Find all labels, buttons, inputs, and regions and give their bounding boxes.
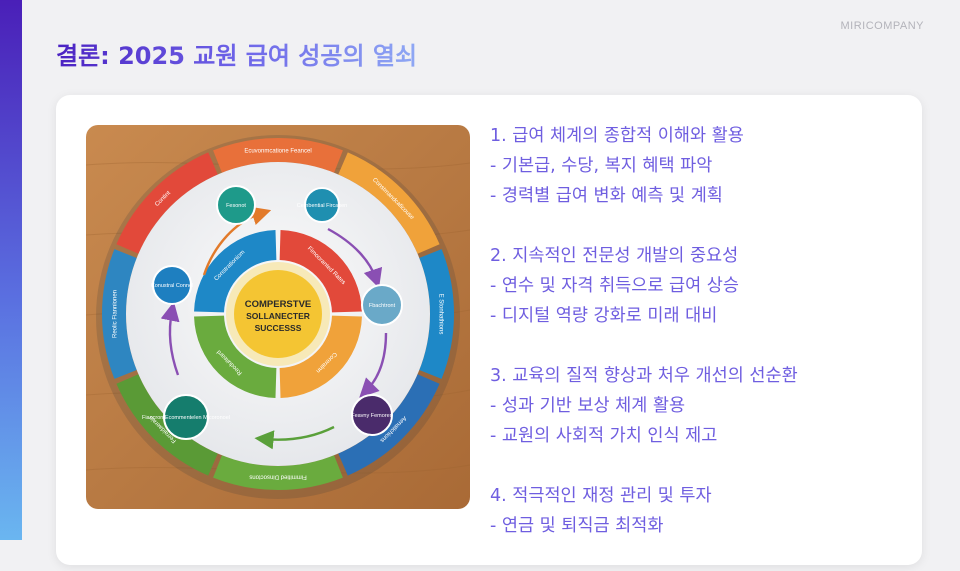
ring-label: Fimmitied Dinsoctons [249,474,306,480]
list-item: - 기본급, 수당, 복지 혜택 파악 [490,151,910,181]
section-2: 2. 지속적인 전문성 개발의 중요성 - 연수 및 자격 취득으로 급여 상승… [490,241,910,331]
node-label: Feavny Femoren [351,413,393,419]
section-heading: 3. 교육의 질적 향상과 처우 개선의 선순환 [490,361,910,391]
node-label: Cembential Fircasen [297,203,347,209]
list-item: - 경력별 급여 변화 예측 및 계획 [490,181,910,211]
node-label: Conustral Connel [151,283,194,289]
brand-label: MIRICOMPANY [840,20,924,32]
ring-label: Ecuvonmcatione Feancel [244,149,311,155]
accent-bar [0,0,22,540]
center-text-1: COMPERSTVE [245,299,312,310]
section-3: 3. 교육의 질적 향상과 처우 개선의 선순환 - 성과 기반 보상 체계 활… [490,361,910,451]
list-item: - 교원의 사회적 가치 인식 제고 [490,421,910,451]
section-1: 1. 급여 체계의 종합적 이해와 활용 - 기본급, 수당, 복지 혜택 파악… [490,121,910,211]
node-label: Fesonot [226,203,246,209]
list-item: - 연금 및 퇴직금 최적화 [490,511,910,541]
slide-title: 결론: 2025 교원 급여 성공의 열쇠 [56,40,417,72]
conclusion-list: 1. 급여 체계의 종합적 이해와 활용 - 기본급, 수당, 복지 혜택 파악… [490,121,910,571]
node-label: Fiancron Ecommentelen Micoronoel [142,415,230,421]
list-item: - 연수 및 자격 취득으로 급여 상승 [490,271,910,301]
center-text-2: SOLLANECTER [246,311,310,321]
list-item: - 디지털 역량 강화로 미래 대비 [490,301,910,331]
section-heading: 4. 적극적인 재정 관리 및 투자 [490,481,910,511]
center-text-3: SUCCESSS [255,323,302,333]
section-4: 4. 적극적인 재정 관리 및 투자 - 연금 및 퇴직금 최적화 [490,481,910,541]
section-heading: 2. 지속적인 전문성 개발의 중요성 [490,241,910,271]
ring-label: E Stonhathions [438,294,444,335]
ring-label: Reolic Fiannionen [113,290,119,338]
node-label: Fbachtront [369,303,396,309]
list-item: - 성과 기반 보상 체계 활용 [490,391,910,421]
section-heading: 1. 급여 체계의 종합적 이해와 활용 [490,121,910,151]
